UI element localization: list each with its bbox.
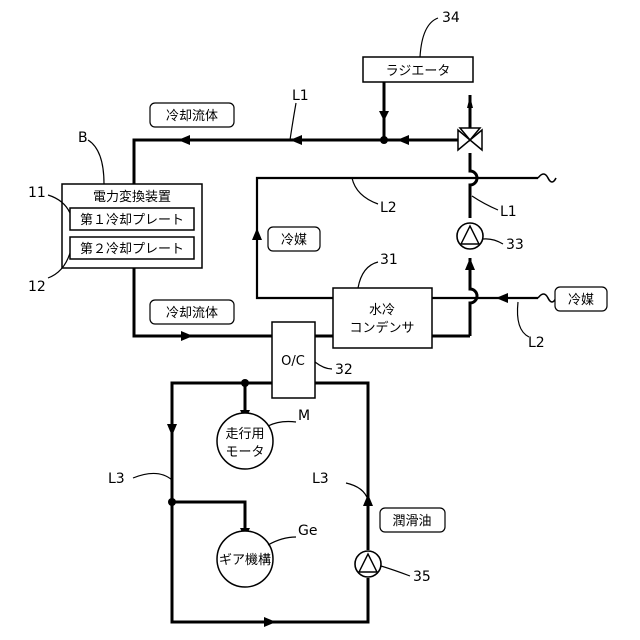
cooling-plate-1-label: 第１冷却プレート [80, 213, 184, 228]
ref-12: 12 [28, 279, 46, 295]
leader-32 [315, 362, 332, 369]
ref-35: 35 [413, 569, 431, 585]
motor-label-1: 走行用 [225, 427, 264, 442]
ref-M: M [298, 408, 310, 424]
leader-M [268, 422, 296, 427]
arrow-right-lubricant-bottom [264, 617, 276, 627]
leader-31 [358, 262, 378, 288]
three-way-valve-icon [458, 128, 482, 150]
arrow-right-coolant-bottom [181, 331, 193, 341]
coolant-label-top: 冷却流体 [166, 109, 218, 124]
arrow-up-to-radiator [467, 96, 473, 108]
leader-L2-top [352, 178, 378, 204]
leader-L3-right [346, 483, 368, 500]
leader-L2-right [517, 302, 529, 337]
motor-label-2: モータ [225, 445, 264, 460]
radiator-label: ラジエータ [386, 64, 451, 79]
ref-Ge: Ge [298, 523, 317, 539]
gear-label: ギア機構 [219, 553, 271, 568]
pump-33-icon [457, 223, 483, 249]
leader-33 [483, 239, 503, 244]
arrow-left-coolant-top [290, 135, 302, 145]
coolant-junction-dot [380, 136, 388, 144]
leader-B [88, 140, 104, 184]
leader-L1-right [472, 196, 498, 210]
ref-32: 32 [335, 362, 353, 378]
refrigerant-label-inner: 冷媒 [281, 233, 307, 248]
ref-L2-right: L2 [528, 335, 545, 351]
lubricant-junction-dot-left [168, 498, 176, 506]
ref-L1-right: L1 [500, 204, 517, 220]
lubricant-junction-dot-top [241, 379, 249, 387]
lubricant-to-gear [172, 502, 245, 528]
arrow-left-coolant-top-2 [178, 135, 190, 145]
cooling-plate-2-label: 第２冷却プレート [80, 242, 184, 257]
refrigerant-wavy-end-right [538, 294, 556, 302]
ref-11: 11 [28, 185, 46, 201]
arrow-down-from-radiator [379, 111, 389, 121]
water-condenser-box [333, 288, 432, 348]
ref-L1-top: L1 [292, 88, 309, 104]
coolant-label-bottom: 冷却流体 [166, 306, 218, 321]
leader-35 [381, 566, 410, 576]
ref-34: 34 [442, 10, 460, 26]
refrigerant-label-outer: 冷媒 [568, 293, 594, 308]
water-condenser-label-1: 水冷 [369, 303, 395, 318]
water-condenser-label-2: コンデンサ [349, 320, 414, 336]
ref-31: 31 [380, 252, 398, 268]
arrow-up-l1-right [465, 258, 475, 270]
lubricant-label: 潤滑油 [392, 514, 431, 529]
leader-L3-left [133, 473, 172, 480]
arrow-down-lubricant-left [167, 424, 177, 436]
refrigerant-wavy-end-top [538, 174, 556, 182]
leader-34 [420, 18, 438, 57]
arrow-up-refrigerant [252, 228, 262, 240]
leader-L1-top [290, 103, 296, 140]
arrow-left-coolant-valve [397, 135, 409, 145]
oil-cooler-label: O/C [281, 354, 305, 369]
ref-B: B [78, 130, 88, 146]
pump-35-icon [355, 551, 381, 577]
leader-Ge [268, 537, 296, 545]
power-converter-label: 電力変換装置 [93, 189, 171, 205]
ref-33: 33 [506, 237, 524, 253]
arrow-left-refrigerant-inlet [496, 293, 508, 303]
ref-L3-left: L3 [108, 471, 125, 487]
ref-L2-top: L2 [380, 200, 397, 216]
ref-L3-right: L3 [312, 471, 329, 487]
